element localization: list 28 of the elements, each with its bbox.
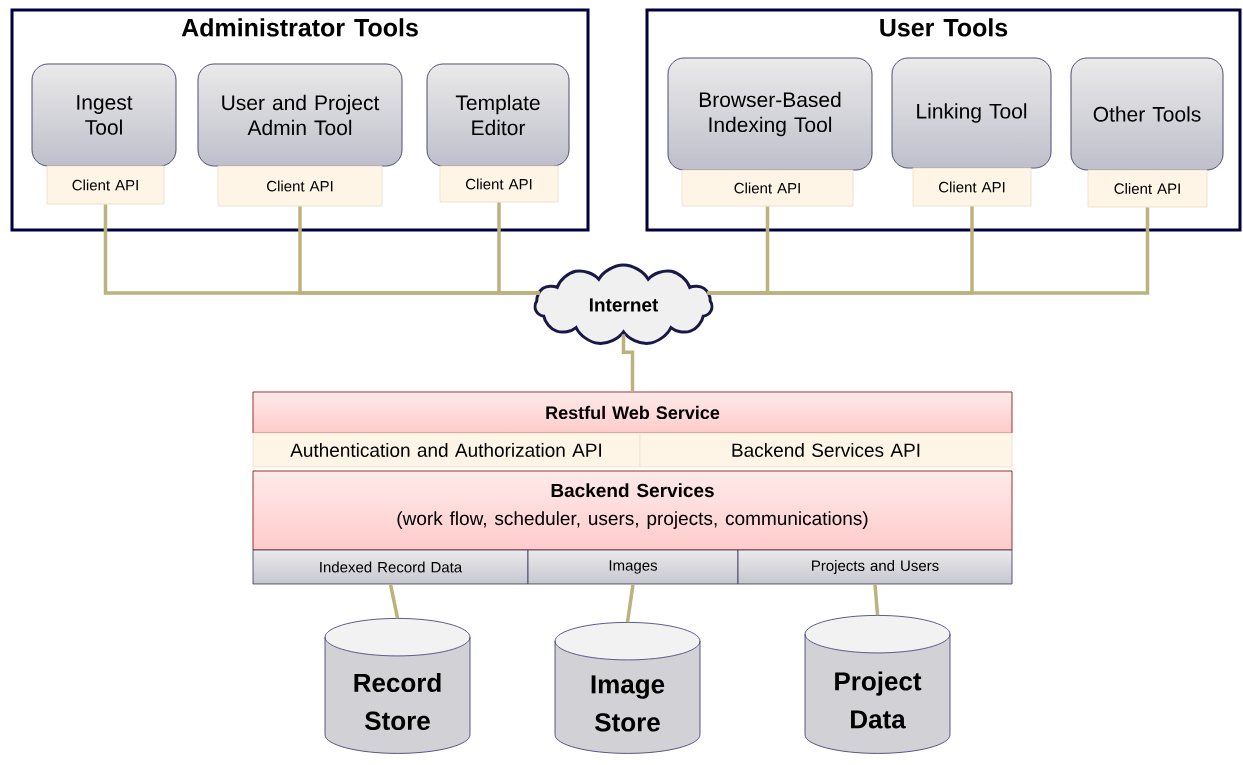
api-box: Client API <box>217 165 383 207</box>
connector-line <box>625 584 635 623</box>
connector-line <box>497 202 540 295</box>
api-box: Client API <box>439 165 559 203</box>
data-bar: Projects and Users <box>737 549 1013 585</box>
api-box: Client API <box>46 165 165 205</box>
tool-box: Template Editor <box>426 63 570 167</box>
api-box: Client API <box>912 167 1032 207</box>
tool-box: Other Tools <box>1070 57 1224 171</box>
api-bar: Backend Services API <box>639 432 1013 468</box>
api-bar: Authentication and Authorization API <box>252 432 641 468</box>
cloud: Internet <box>533 263 714 345</box>
service-bar: Restful Web Service <box>252 391 1013 434</box>
connector-line <box>388 584 400 619</box>
connector-line <box>707 207 1150 295</box>
database-cylinder: Record Store <box>324 618 471 754</box>
connector-line <box>873 584 880 616</box>
database-cylinder: Project Data <box>804 615 951 754</box>
api-box: Client API <box>681 169 854 207</box>
tool-box: User and Project Admin Tool <box>197 63 403 167</box>
api-box: Client API <box>1087 169 1208 208</box>
tool-box: Browser-Based Indexing Tool <box>667 57 873 171</box>
data-bar: Images <box>527 549 739 585</box>
connector-line <box>621 334 635 392</box>
database-cylinder: Image Store <box>554 622 701 754</box>
tool-box: Linking Tool <box>891 57 1052 169</box>
data-bar: Indexed Record Data <box>252 549 529 585</box>
tool-box: Ingest Tool <box>31 63 177 167</box>
